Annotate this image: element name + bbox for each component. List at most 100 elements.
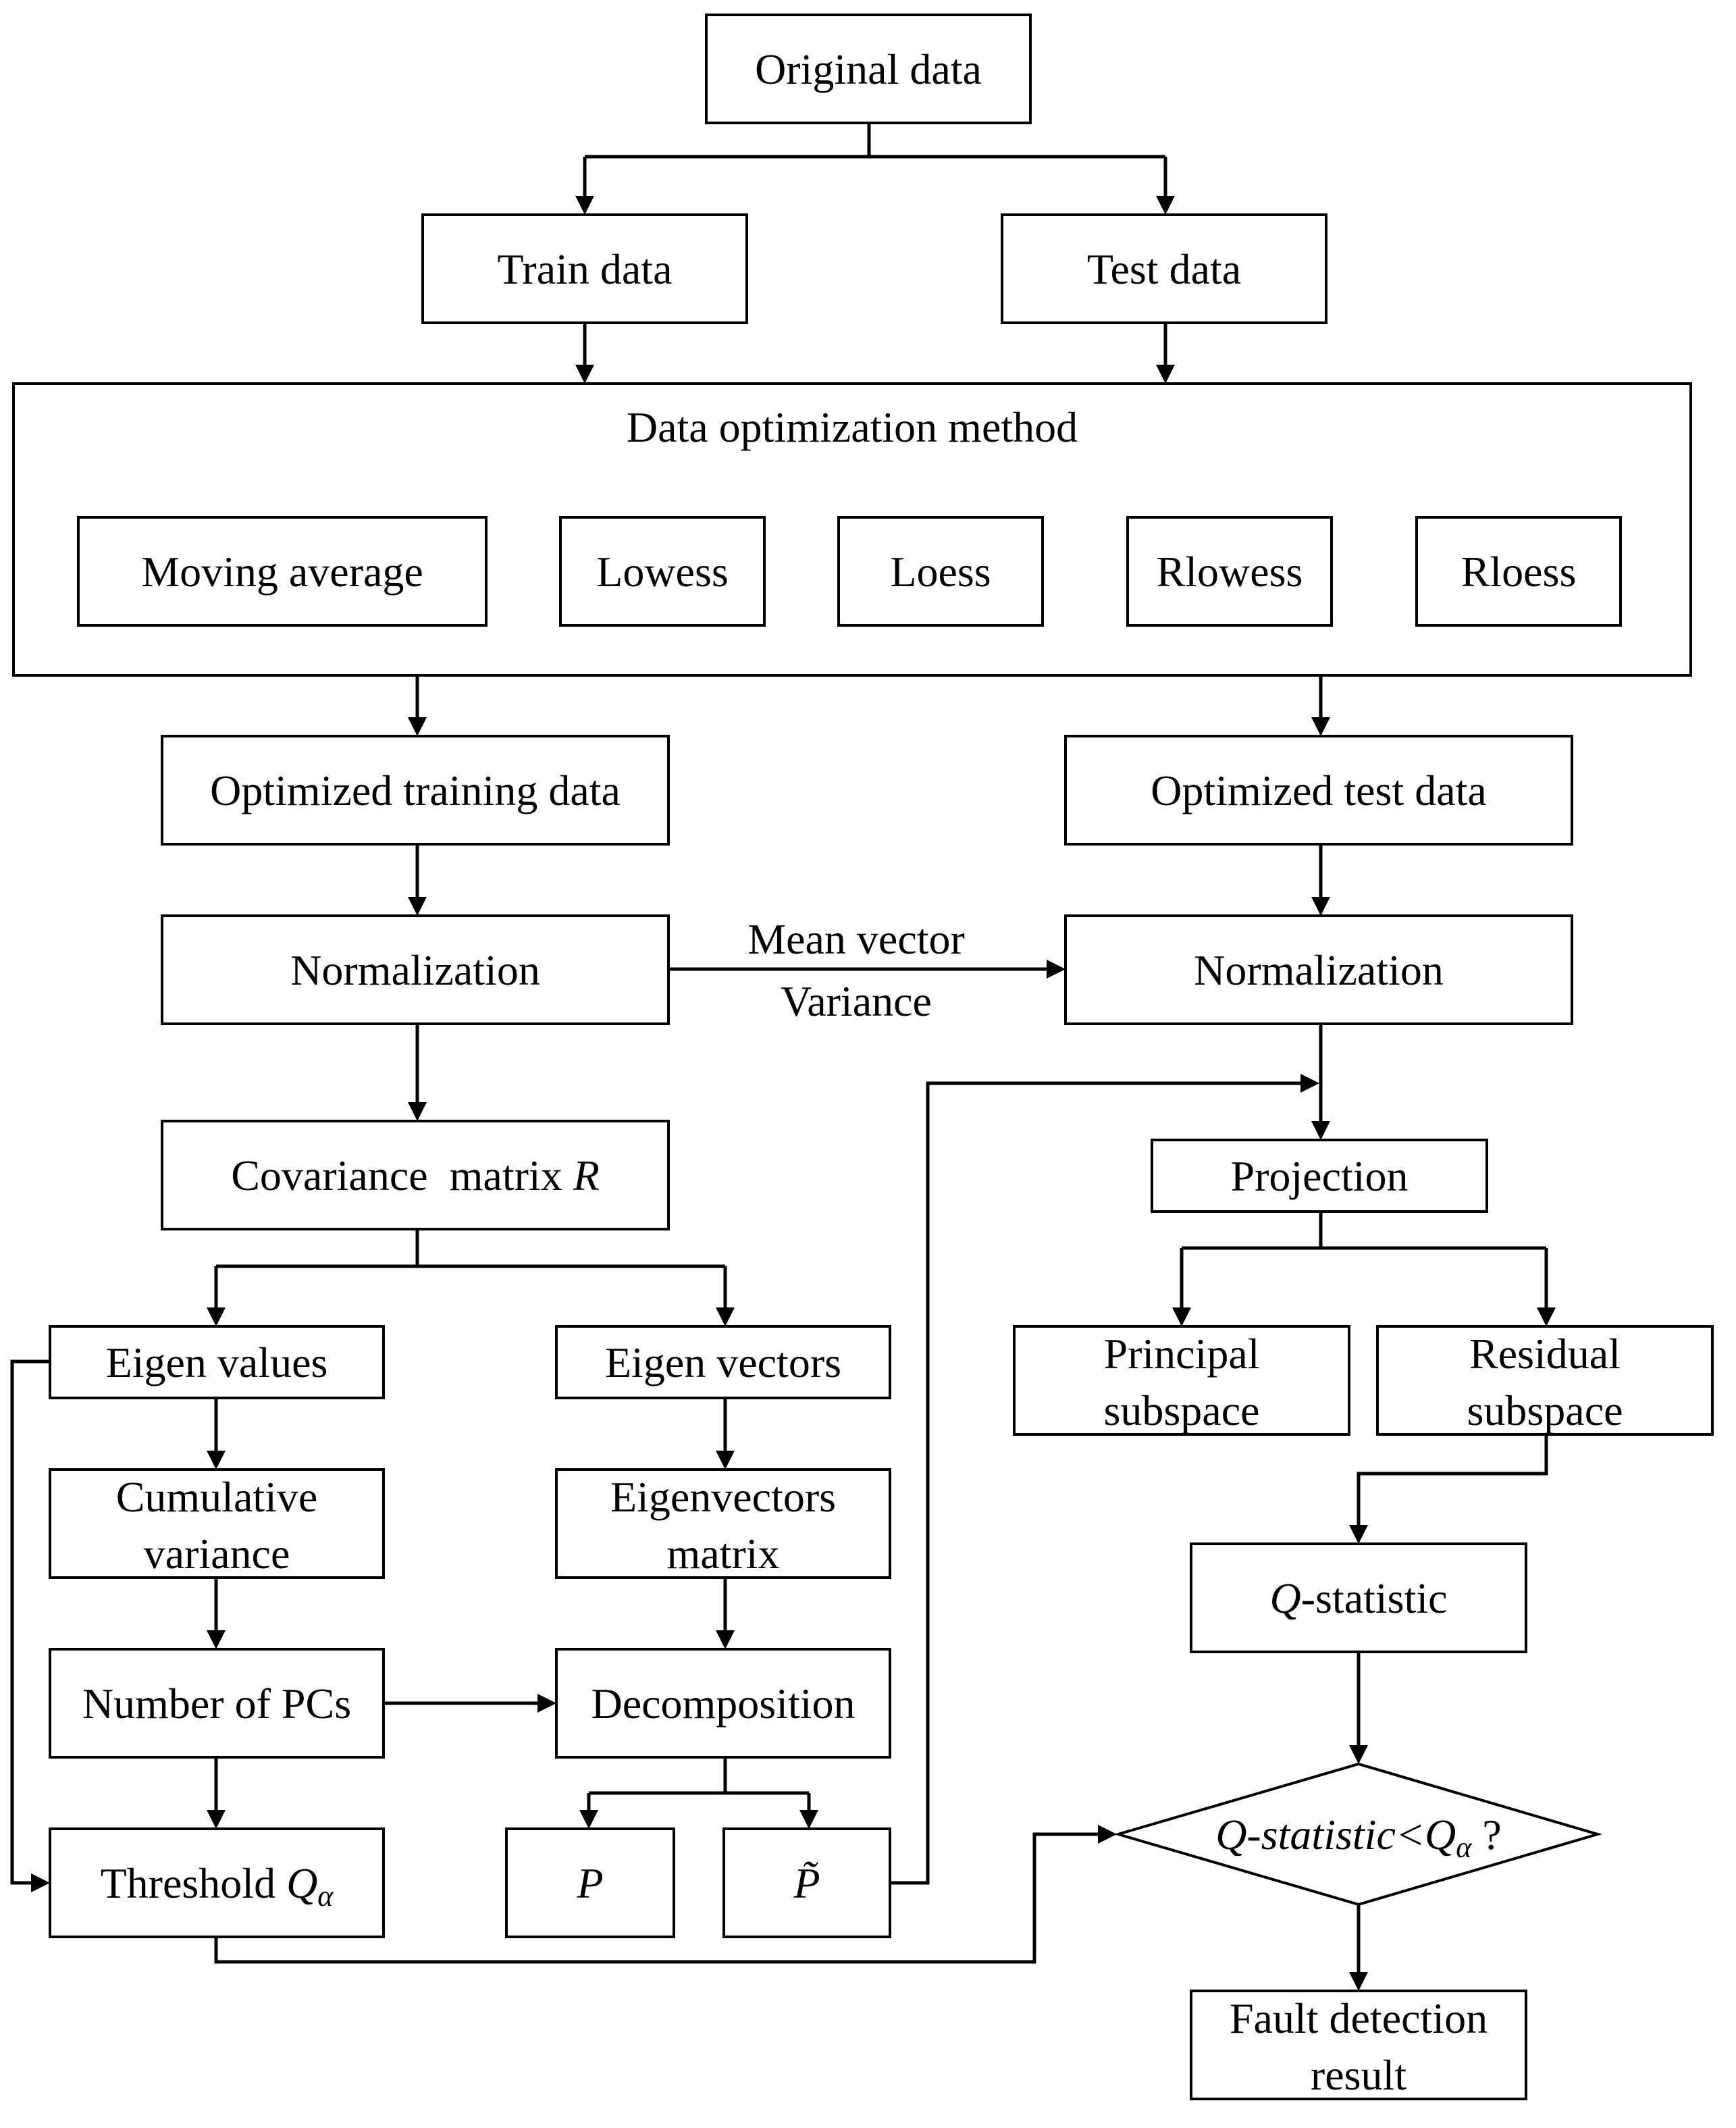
node-principal-line2: subspace bbox=[1103, 1386, 1259, 1434]
arrow-to-opt-train bbox=[408, 717, 427, 736]
edge-ptilde-to-projection bbox=[890, 1081, 1300, 1885]
node-optimized-test: Optimized test data bbox=[1064, 735, 1573, 846]
arrow-test-to-opt bbox=[1156, 365, 1175, 384]
q-stat-symbol: Q bbox=[1269, 1574, 1300, 1622]
node-eigen-values-label: Eigen values bbox=[106, 1339, 328, 1386]
node-original-data-label: Original data bbox=[755, 45, 982, 93]
node-optimized-training-label: Optimized training data bbox=[210, 767, 621, 814]
node-eigen-values: Eigen values bbox=[49, 1325, 385, 1399]
node-fault-line1: Fault detection bbox=[1230, 1994, 1488, 2042]
edge-cov-split bbox=[214, 1229, 727, 1307]
covariance-text: Covariance matrix bbox=[231, 1151, 562, 1199]
arrow-to-q bbox=[1349, 1525, 1368, 1544]
decision-lhs: Q-statistic< bbox=[1215, 1811, 1425, 1859]
arrow-to-numpcs bbox=[207, 1630, 226, 1649]
arrow-to-decomp bbox=[716, 1630, 735, 1649]
threshold-subscript: α bbox=[317, 1879, 334, 1913]
edge-opt-to-optimized bbox=[415, 675, 1323, 717]
node-test-data-label: Test data bbox=[1087, 245, 1241, 293]
node-optimized-test-label: Optimized test data bbox=[1151, 767, 1487, 814]
node-optimized-training: Optimized training data bbox=[161, 735, 670, 846]
edge-decomp-split bbox=[587, 1757, 811, 1810]
decision-symbol: Q bbox=[1425, 1811, 1456, 1859]
arrow-numpcs-decomp bbox=[537, 1694, 556, 1713]
node-normalization-train-label: Normalization bbox=[290, 946, 540, 994]
node-moving-average: Moving average bbox=[77, 516, 488, 627]
node-residual-subspace: Residual subspace bbox=[1376, 1325, 1714, 1436]
arrow-bypass-threshold bbox=[31, 1873, 50, 1892]
edge-optimized-to-norm bbox=[415, 844, 1323, 897]
arrow-to-projection bbox=[1311, 1121, 1330, 1140]
arrow-threshold-decision bbox=[1098, 1825, 1117, 1844]
covariance-symbol: R bbox=[573, 1151, 600, 1199]
node-loess: Loess bbox=[837, 516, 1044, 627]
threshold-symbol: Q bbox=[286, 1859, 317, 1907]
arrow-to-decision bbox=[1349, 1745, 1368, 1764]
node-eigvec-matrix-line2: matrix bbox=[666, 1530, 779, 1578]
decision-subscript: α bbox=[1456, 1831, 1472, 1864]
edge-train-to-opt bbox=[583, 323, 1167, 365]
node-cumulative-line1: Cumulative bbox=[116, 1473, 318, 1521]
arrow-to-eigval bbox=[207, 1307, 226, 1326]
node-residual-line1: Residual bbox=[1469, 1330, 1621, 1378]
node-original-data: Original data bbox=[705, 14, 1032, 124]
node-p-tilde: P̃ bbox=[722, 1827, 891, 1938]
edge-label-mean-vector: Mean vector bbox=[747, 915, 965, 963]
node-decomposition: Decomposition bbox=[555, 1648, 891, 1759]
arrow-to-residual bbox=[1537, 1307, 1556, 1326]
arrow-to-eigvec bbox=[716, 1307, 735, 1326]
arrow-to-train bbox=[575, 196, 594, 215]
node-lowess: Lowess bbox=[559, 516, 766, 627]
arrow-ptilde-projection bbox=[1300, 1074, 1319, 1093]
edge-label-variance: Variance bbox=[781, 977, 932, 1025]
node-loess-label: Loess bbox=[890, 548, 991, 596]
node-decision-label: Q-statistic<Qα ? bbox=[1215, 1811, 1502, 1864]
node-rloess-label: Rloess bbox=[1461, 548, 1577, 596]
node-train-data-label: Train data bbox=[498, 245, 673, 293]
arrow-to-threshold bbox=[207, 1810, 226, 1829]
node-residual-line2: subspace bbox=[1467, 1386, 1623, 1434]
node-lowess-label: Lowess bbox=[596, 548, 729, 596]
node-principal-line1: Principal bbox=[1103, 1330, 1259, 1378]
node-rlowess: Rlowess bbox=[1126, 516, 1333, 627]
node-number-of-pcs: Number of PCs bbox=[49, 1648, 385, 1759]
arrow-to-p bbox=[579, 1810, 598, 1829]
arrow-to-cov bbox=[408, 1102, 427, 1121]
arrow-norm-to-norm bbox=[1047, 960, 1066, 979]
arrow-to-fault bbox=[1349, 1972, 1368, 1991]
arrow-to-opt-test bbox=[1311, 717, 1330, 736]
node-fault-line2: result bbox=[1311, 2051, 1406, 2099]
node-train-data: Train data bbox=[421, 213, 748, 324]
arrow-train-to-opt bbox=[575, 365, 594, 384]
arrow-to-cumulative bbox=[207, 1451, 226, 1470]
edge-threshold-to-decision bbox=[214, 1832, 1098, 1964]
node-eigen-vectors: Eigen vectors bbox=[555, 1325, 891, 1399]
node-fault-detection: Fault detection result bbox=[1190, 1990, 1527, 2100]
node-principal-subspace: Principal subspace bbox=[1013, 1325, 1350, 1436]
q-stat-rest: -statistic bbox=[1301, 1574, 1448, 1622]
node-p-label: P bbox=[576, 1859, 603, 1907]
arrow-to-norm-test bbox=[1311, 897, 1330, 916]
node-number-of-pcs-label: Number of PCs bbox=[82, 1680, 351, 1728]
node-eigvec-matrix-line1: Eigenvectors bbox=[610, 1473, 836, 1521]
threshold-text: Threshold bbox=[101, 1859, 276, 1907]
node-eigen-vectors-label: Eigen vectors bbox=[605, 1339, 841, 1386]
node-p: P bbox=[505, 1827, 675, 1938]
edges bbox=[10, 124, 1556, 1991]
node-eigenvectors-matrix: Eigenvectors matrix bbox=[555, 1468, 891, 1579]
arrow-to-ptilde bbox=[799, 1810, 818, 1829]
node-projection: Projection bbox=[1151, 1139, 1488, 1213]
edge-residual-to-q bbox=[1357, 1434, 1548, 1525]
arrow-to-test bbox=[1156, 196, 1175, 215]
node-data-optimization-label: Data optimization method bbox=[627, 403, 1078, 451]
node-moving-average-label: Moving average bbox=[141, 548, 423, 596]
node-normalization-train: Normalization bbox=[161, 914, 670, 1025]
arrow-to-principal bbox=[1172, 1307, 1191, 1326]
arrow-to-eigmatrix bbox=[716, 1451, 735, 1470]
node-projection-label: Projection bbox=[1230, 1152, 1408, 1200]
node-rlowess-label: Rlowess bbox=[1157, 548, 1303, 596]
